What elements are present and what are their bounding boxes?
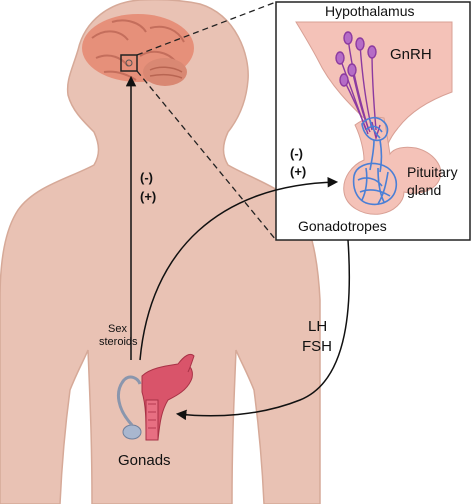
body-feedback-positive: (+) <box>140 189 157 204</box>
gonads-illustration <box>116 353 195 441</box>
portal-capillaries <box>352 116 398 206</box>
hypothalamus-highlight-box <box>120 54 138 72</box>
human-body-silhouette <box>0 0 321 504</box>
pituitary-label-line2: gland <box>407 182 442 198</box>
testis <box>122 424 142 440</box>
sex-steroids-label-line2: steroids <box>99 336 138 348</box>
inset-feedback-positive: (+) <box>290 164 307 179</box>
brain-folds <box>91 19 185 81</box>
zoom-lines <box>136 1 277 241</box>
lh-label: LH <box>308 318 328 335</box>
gonads-label: Gonads <box>118 452 171 469</box>
hypothalamus-label: Hypothalamus <box>325 3 415 19</box>
gonadotropes-label: Gonadotropes <box>298 218 387 234</box>
arrow-steroids-to-pituitary <box>139 176 339 361</box>
brain <box>82 14 194 86</box>
feedback-arrows <box>125 75 351 421</box>
fsh-label: FSH <box>302 338 332 355</box>
sex-steroids-label-line1: Sex <box>108 323 127 335</box>
arrow-lh-fsh-to-gonads <box>175 239 351 421</box>
pituitary-inset <box>275 1 471 241</box>
body-feedback-negative: (-) <box>140 170 153 185</box>
inset-feedback-negative: (-) <box>290 146 303 161</box>
body-outline <box>0 0 321 504</box>
gnrh-label: GnRH <box>390 46 432 63</box>
cerebellum <box>143 58 187 86</box>
pituitary-label-line1: Pituitary <box>407 164 458 180</box>
